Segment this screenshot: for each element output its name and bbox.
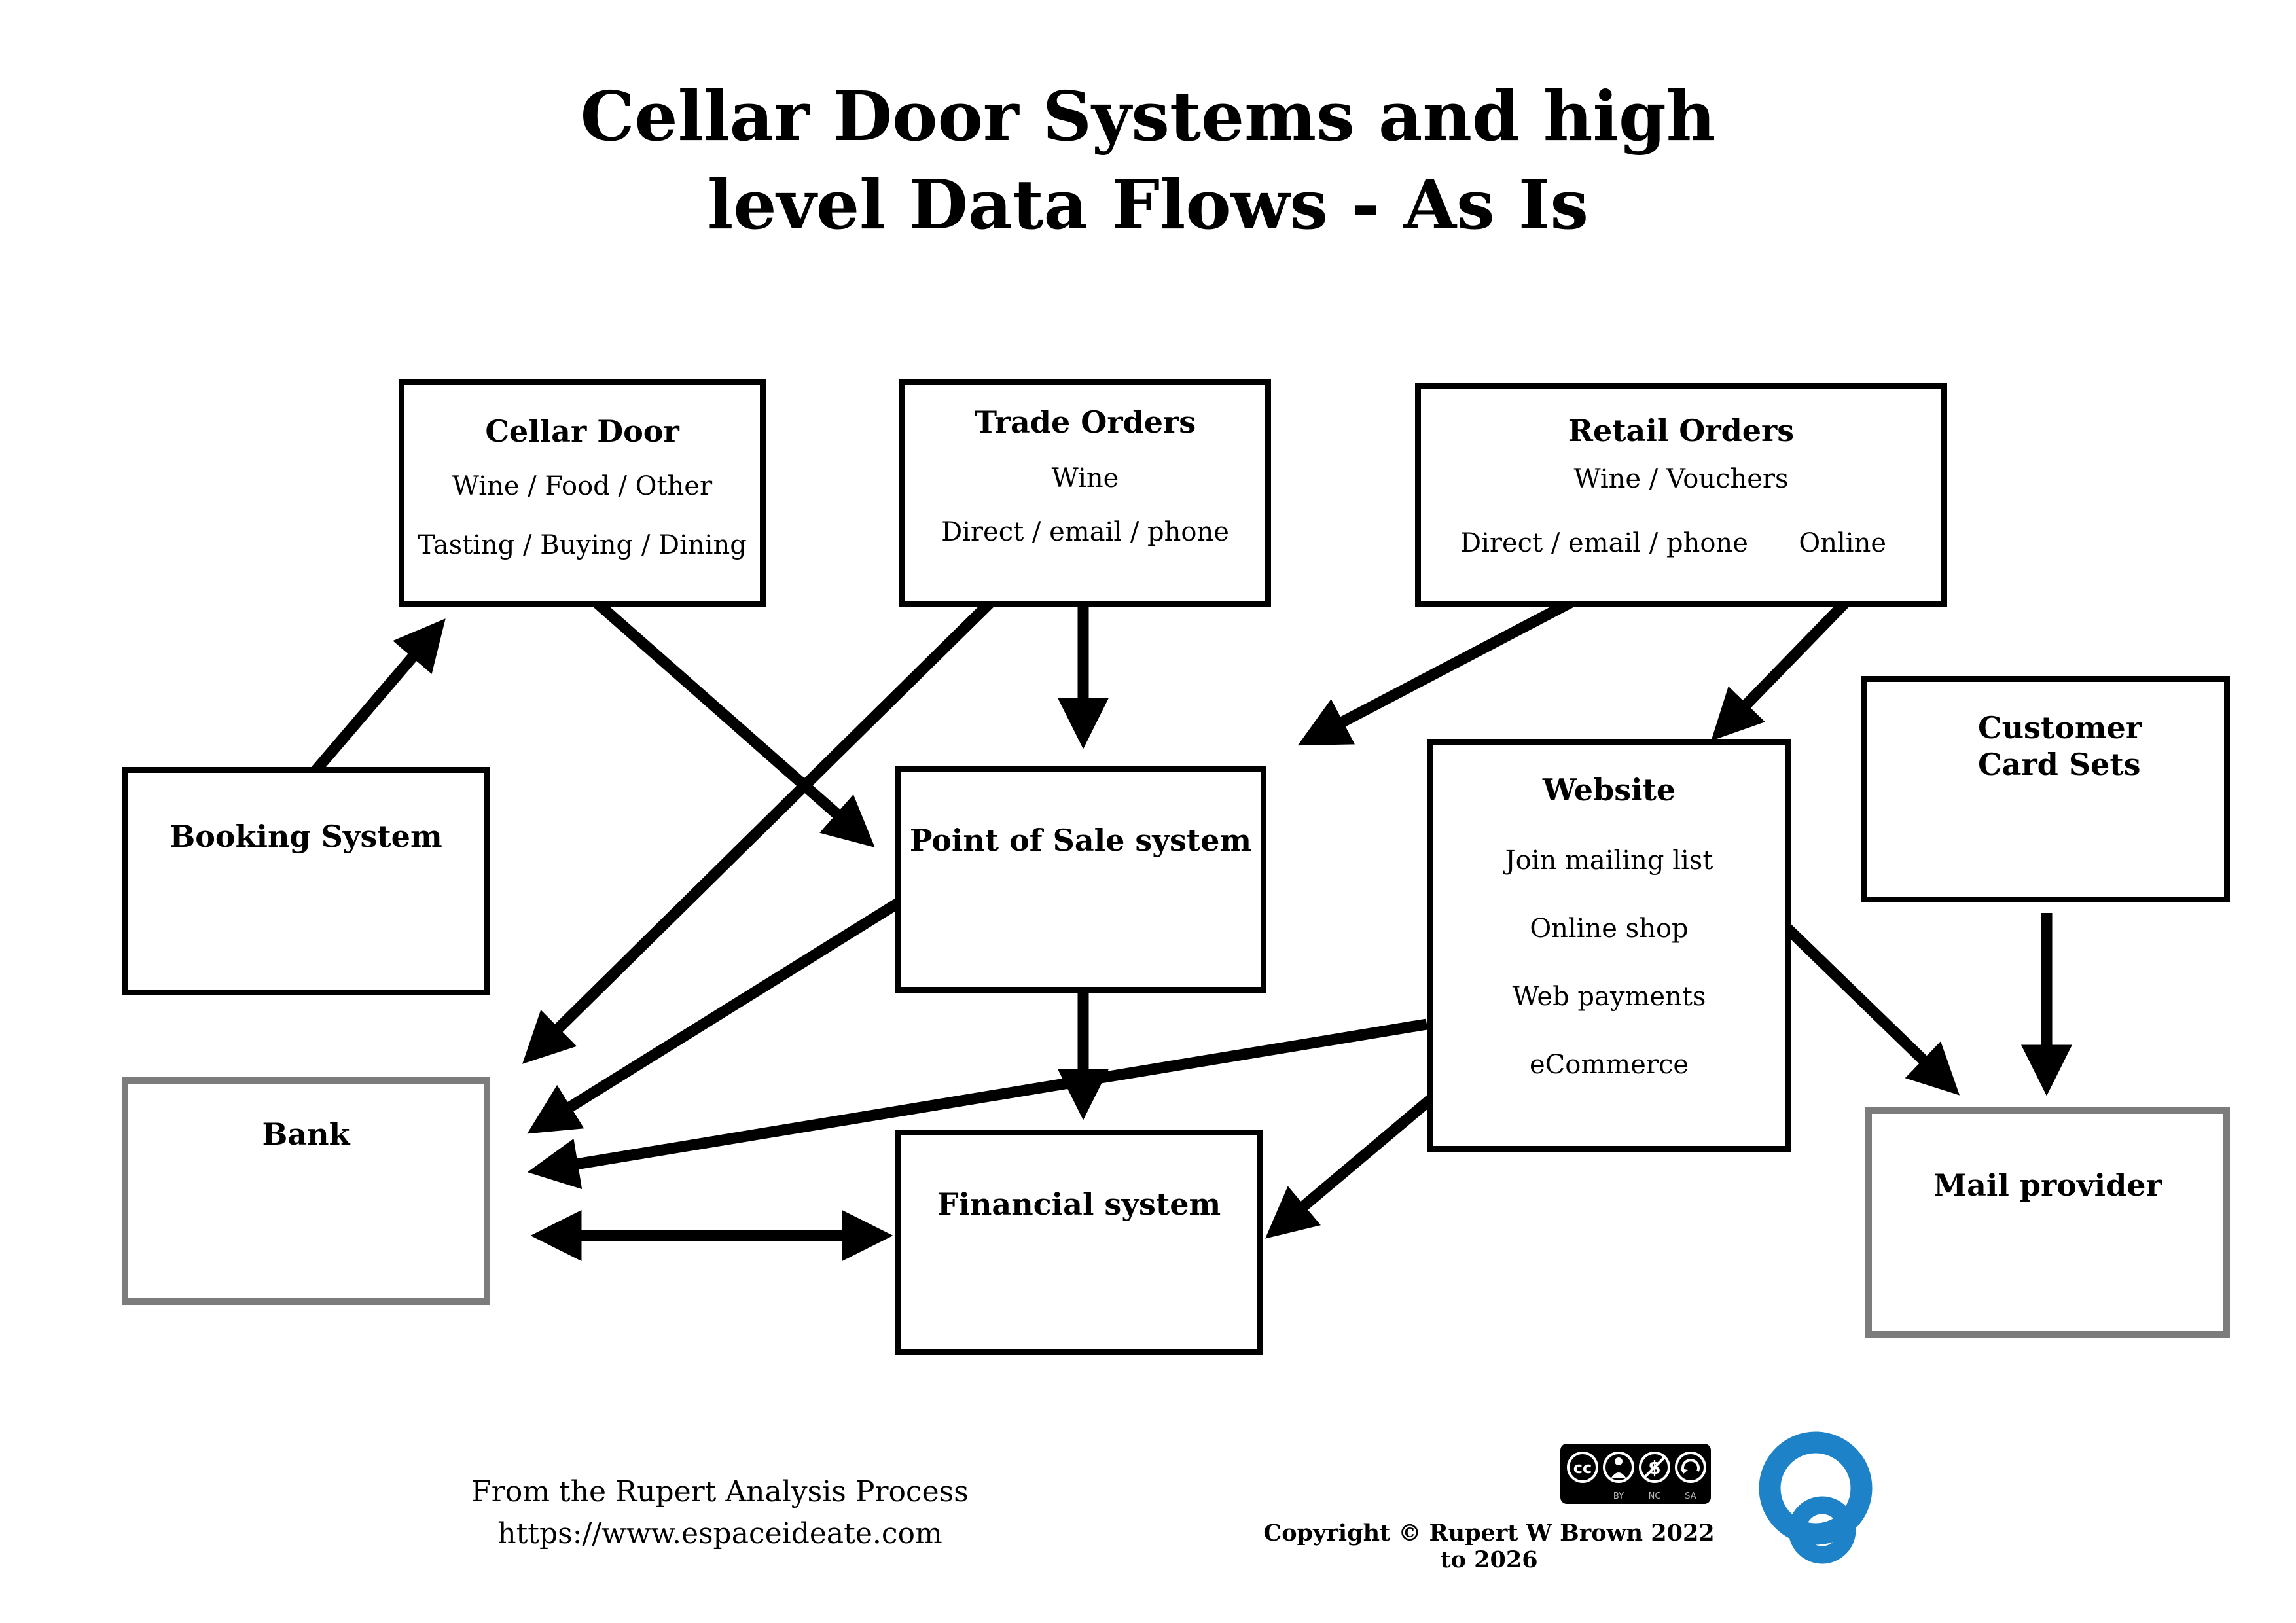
- arrow-booking-to-cellar-door: [310, 618, 446, 776]
- box-trade-orders: Trade Orders Wine Direct / email / phone: [899, 379, 1271, 607]
- box-retail-orders: Retail Orders Wine / Vouchers Direct / e…: [1415, 383, 1947, 607]
- arrow-retail-online-to-website: [1711, 592, 1857, 741]
- box-financial-system: Financial system: [895, 1130, 1263, 1355]
- page-title: Cellar Door Systems and high level Data …: [0, 72, 2296, 249]
- box-booking-system: Booking System: [122, 767, 490, 995]
- website-feature: eCommerce: [1529, 1050, 1689, 1080]
- license-label-sa: SA: [1685, 1491, 1696, 1501]
- espace-ideate-logo: [1751, 1431, 1880, 1572]
- bank-title: Bank: [262, 1116, 350, 1152]
- box-point-of-sale: Point of Sale system: [895, 766, 1266, 993]
- website-title: Website: [1542, 772, 1676, 808]
- box-cellar-door: Cellar Door Wine / Food / Other Tasting …: [399, 379, 766, 607]
- retail-orders-line: Wine / Vouchers: [1573, 464, 1789, 494]
- booking-system-title: Booking System: [170, 819, 442, 854]
- arrow-cellar-door-to-pos: [588, 594, 875, 847]
- arrow-trade-orders-to-bank: [522, 586, 1007, 1064]
- trade-orders-line: Wine: [1051, 463, 1119, 493]
- customer-card-sets-title: Customer Card Sets: [1978, 710, 2142, 783]
- non-commercial-icon: $: [1639, 1452, 1670, 1483]
- box-website: Website Join mailing list Online shop We…: [1427, 739, 1791, 1152]
- source-url: https://www.espaceideate.com: [497, 1516, 942, 1550]
- box-mail-provider: Mail provider: [1865, 1107, 2230, 1338]
- retail-orders-title: Retail Orders: [1568, 413, 1795, 448]
- point-of-sale-title: Point of Sale system: [909, 823, 1252, 858]
- cc-license-badge: cc $ BY NC SA: [1560, 1444, 1711, 1507]
- copyright-notice: Copyright © Rupert W Brown 2022 to 2026: [1263, 1520, 1715, 1573]
- box-bank: Bank: [122, 1077, 490, 1305]
- source-line1: From the Rupert Analysis Process: [471, 1475, 969, 1508]
- arrow-website-to-bank: [527, 1018, 1428, 1190]
- license-label-nc: NC: [1649, 1491, 1661, 1501]
- cellar-door-line: Tasting / Buying / Dining: [418, 530, 747, 560]
- share-alike-icon: [1675, 1452, 1706, 1483]
- trade-orders-title: Trade Orders: [974, 404, 1196, 440]
- page-title-line1: Cellar Door Systems and high: [580, 76, 1716, 156]
- arrow-pos-to-bank: [527, 898, 901, 1134]
- website-feature: Web payments: [1512, 982, 1706, 1012]
- financial-system-title: Financial system: [937, 1186, 1221, 1222]
- trade-orders-line: Direct / email / phone: [941, 517, 1229, 547]
- cellar-door-line: Wine / Food / Other: [452, 471, 713, 501]
- cellar-door-title: Cellar Door: [485, 414, 679, 449]
- svg-text:cc: cc: [1573, 1459, 1592, 1477]
- source-attribution: From the Rupert Analysis Process https:/…: [425, 1471, 1014, 1555]
- mail-provider-title: Mail provider: [1933, 1168, 2162, 1203]
- license-label-by: BY: [1613, 1491, 1624, 1501]
- attribution-icon: [1603, 1452, 1634, 1483]
- arrow-website-to-financial: [1265, 1090, 1441, 1239]
- retail-orders-channels: Direct / email / phone: [1460, 528, 1748, 558]
- cc-icon: cc: [1567, 1452, 1598, 1483]
- box-customer-card-sets: Customer Card Sets: [1861, 676, 2230, 902]
- website-feature: Online shop: [1530, 914, 1689, 944]
- arrow-retail-orders-to-pos: [1297, 590, 1587, 746]
- website-feature: Join mailing list: [1505, 846, 1713, 876]
- retail-orders-online: Online: [1799, 528, 1886, 558]
- page-title-line2: level Data Flows - As Is: [707, 164, 1589, 245]
